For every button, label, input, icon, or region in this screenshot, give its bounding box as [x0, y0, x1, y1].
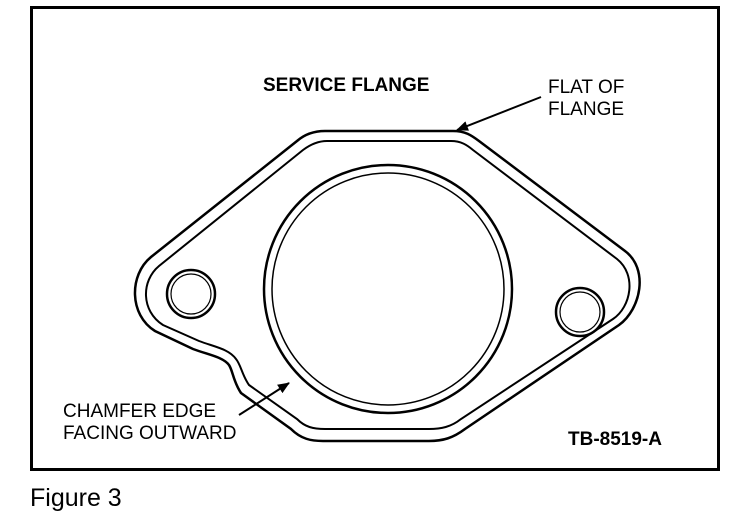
- chamfer-callout-line-1: CHAMFER EDGE: [63, 401, 217, 422]
- center-bore: [271, 172, 505, 406]
- flat-callout-line-1: FLAT OF: [548, 77, 625, 98]
- left-bolt-hole: [165, 268, 217, 320]
- chamfer-leader-arrow: [238, 382, 290, 416]
- flat-leader-arrow: [456, 96, 542, 131]
- flat-of-flange-callout: FLAT OF FLANGE: [548, 77, 624, 121]
- right-bolt-hole: [554, 286, 606, 338]
- figure-caption: Figure 3: [30, 484, 122, 512]
- center-bore-chamfer: [262, 163, 514, 415]
- flange-drawing: [133, 96, 641, 443]
- chamfer-callout-line-2: FACING OUTWARD: [63, 423, 237, 444]
- figure-frame: SERVICE FLANGE FLAT OF FLANGE CHAMFER ED…: [30, 6, 720, 471]
- flange-outer-outline: [133, 129, 641, 443]
- diagram-title: SERVICE FLANGE: [263, 75, 430, 96]
- flat-callout-line-2: FLANGE: [548, 99, 625, 120]
- right-bolt-hole-inner: [559, 291, 601, 333]
- chamfer-edge-callout: CHAMFER EDGE FACING OUTWARD: [63, 401, 236, 445]
- left-bolt-hole-inner: [170, 273, 212, 315]
- flange-inner-outline: [145, 140, 631, 430]
- drawing-code: TB-8519-A: [568, 429, 662, 450]
